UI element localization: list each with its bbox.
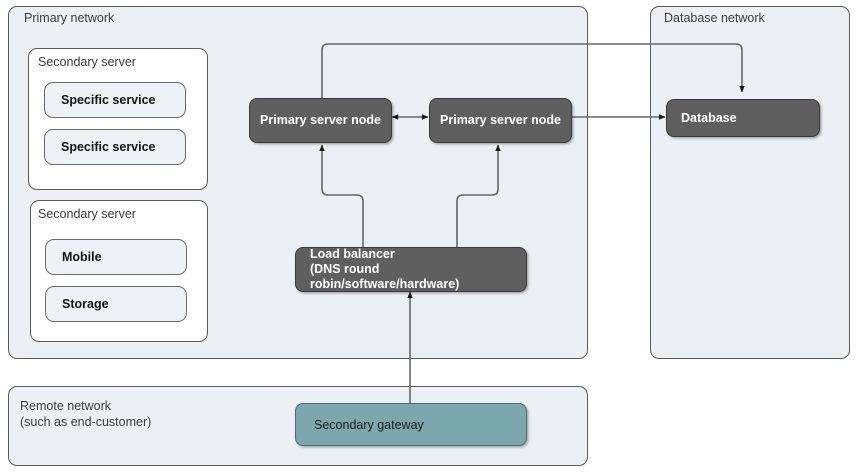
service-label: Storage: [62, 297, 109, 311]
service-box-specific-service-1[interactable]: Specific service: [44, 82, 186, 118]
zone-primary-network-label: Primary network: [24, 11, 115, 25]
node-primary-server-node-left[interactable]: Primary server node: [249, 98, 392, 143]
service-label: Mobile: [62, 250, 102, 264]
node-load-balancer[interactable]: Load balancer (DNS round robin/software/…: [295, 247, 527, 292]
node-primary-server-node-right[interactable]: Primary server node: [429, 98, 572, 143]
secondary-server-2-label: Secondary server: [38, 207, 136, 221]
node-label: Primary server node: [440, 113, 561, 127]
service-box-specific-service-2[interactable]: Specific service: [44, 129, 186, 165]
node-label: Database: [681, 110, 737, 125]
zone-remote-network-label: Remote network (such as end-customer): [20, 399, 152, 429]
service-box-storage[interactable]: Storage: [45, 286, 187, 322]
zone-database-network-label: Database network: [664, 11, 765, 25]
service-box-mobile[interactable]: Mobile: [45, 239, 187, 275]
secondary-server-1-label: Secondary server: [38, 55, 136, 69]
gateway-label: Secondary gateway: [314, 417, 424, 432]
service-label: Specific service: [61, 93, 156, 107]
secondary-server-1[interactable]: [28, 48, 208, 190]
node-label: Load balancer (DNS round robin/software/…: [310, 247, 460, 291]
node-database[interactable]: Database: [666, 99, 820, 137]
node-secondary-gateway[interactable]: Secondary gateway: [295, 403, 527, 446]
node-label: Primary server node: [260, 113, 381, 127]
service-label: Specific service: [61, 140, 156, 154]
zone-database-network[interactable]: [650, 6, 850, 359]
